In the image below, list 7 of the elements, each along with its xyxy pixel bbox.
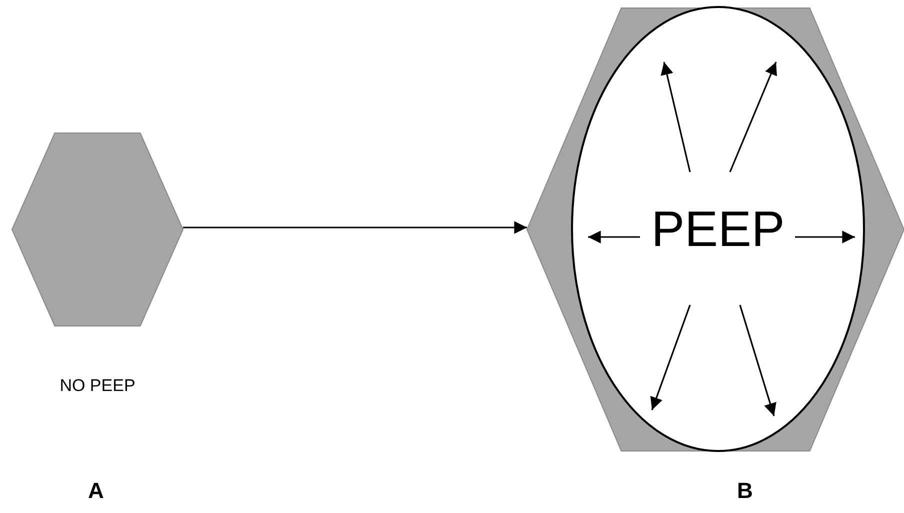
node-label: NO PEEP — [60, 376, 136, 396]
lung-ellipse — [571, 6, 865, 452]
panel-letter: B — [737, 478, 753, 504]
node-label: PEEP — [651, 200, 785, 258]
panel-letter: A — [88, 478, 104, 504]
arrow — [183, 221, 527, 234]
hexagon-shape — [527, 8, 904, 451]
